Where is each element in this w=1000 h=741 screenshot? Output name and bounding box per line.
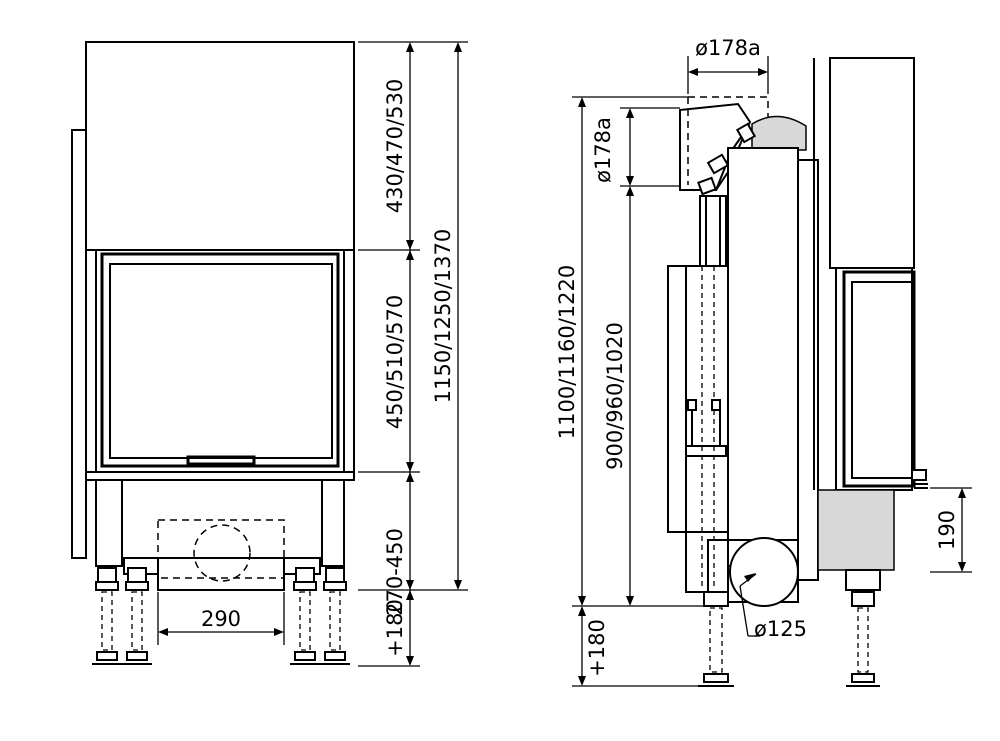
side-body — [727, 147, 799, 567]
dim-right-190: 190 — [935, 510, 959, 550]
dim-total-height: 1150/1250/1370 — [431, 229, 455, 403]
dim-leg-front: +180 — [383, 599, 407, 657]
side-view: ø178a ø125 — [667, 36, 928, 687]
dim-flue-top: ø178a — [695, 36, 761, 60]
dim-side-leg: +180 — [585, 619, 609, 677]
door-handle — [186, 455, 256, 466]
front-glass — [109, 263, 333, 459]
dim-base-height: 270-450 — [383, 528, 407, 616]
dim-width-290: 290 — [201, 607, 241, 631]
front-door — [100, 252, 340, 468]
front-view: 290 — [71, 41, 355, 665]
front-legs — [92, 567, 350, 665]
dim-flue-vertical: ø178a — [591, 117, 615, 183]
side-dimensions: ø178a 900/960/1020 1100/1160/1220 +180 1… — [555, 96, 972, 687]
dim-air-inlet: ø125 — [754, 617, 807, 641]
dim-top-height: 430/470/530 — [383, 79, 407, 213]
side-hood — [829, 57, 915, 269]
side-door — [842, 270, 916, 488]
front-hood — [85, 41, 355, 251]
dim-side-mid: 900/960/1020 — [603, 322, 627, 470]
dim-door-height: 450/510/570 — [383, 295, 407, 429]
dim-side-total: 1100/1160/1220 — [555, 265, 579, 439]
front-dimensions: 430/470/530 450/510/570 270-450 +180 115… — [358, 41, 468, 667]
air-inlet-circle — [729, 537, 799, 607]
